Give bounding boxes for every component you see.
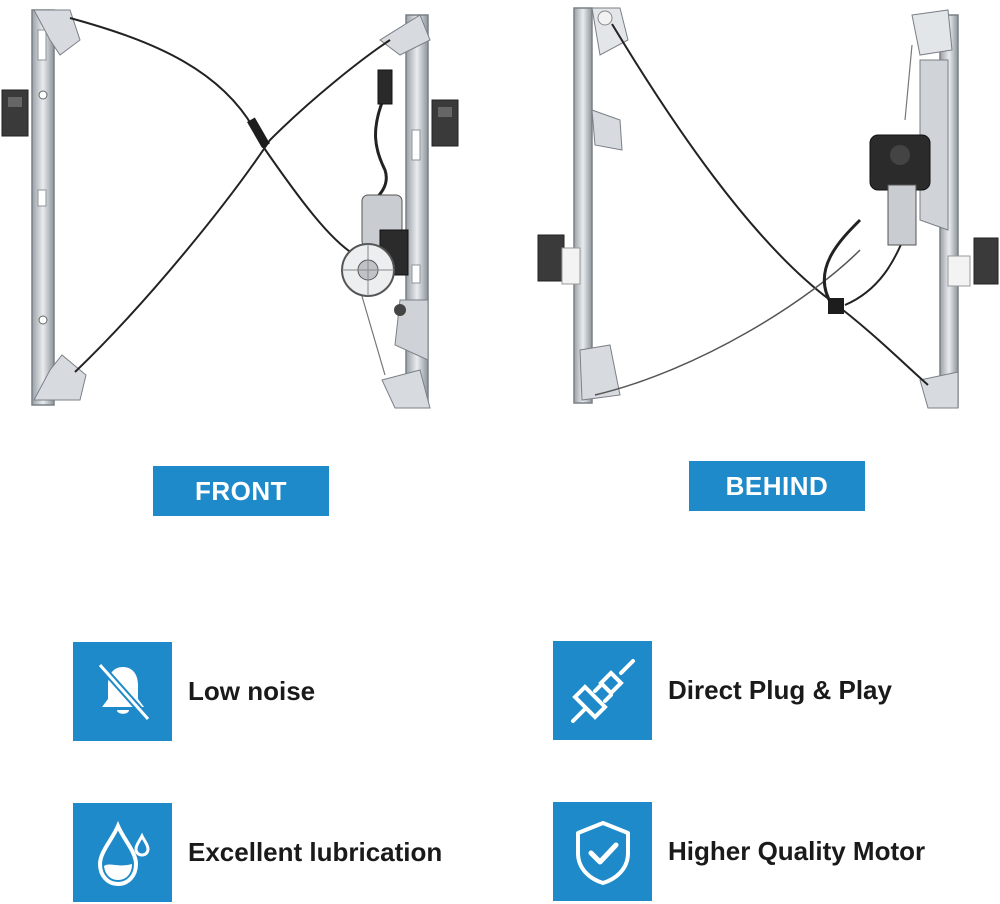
feature-direct-plug-play: Direct Plug & Play xyxy=(553,641,892,740)
feature-label: Higher Quality Motor xyxy=(668,836,926,866)
feature-higher-quality-motor: Higher Quality Motor xyxy=(553,802,925,901)
feature-excellent-lubrication: Excellent lubrication xyxy=(73,803,442,902)
front-view-regulator-image xyxy=(1,9,459,409)
shield-check-icon xyxy=(553,802,652,901)
bell-muted-icon xyxy=(73,642,172,741)
front-view-label: FRONT xyxy=(153,466,329,516)
feature-label: Direct Plug & Play xyxy=(668,675,892,705)
oil-drop-icon xyxy=(73,803,172,902)
feature-low-noise: Low noise xyxy=(73,642,315,741)
behind-view-label: BEHIND xyxy=(689,461,865,511)
plug-socket-icon xyxy=(553,641,652,740)
behind-view-regulator-image xyxy=(537,7,999,409)
feature-label: Low noise xyxy=(188,676,316,706)
feature-label: Excellent lubrication xyxy=(188,837,443,867)
